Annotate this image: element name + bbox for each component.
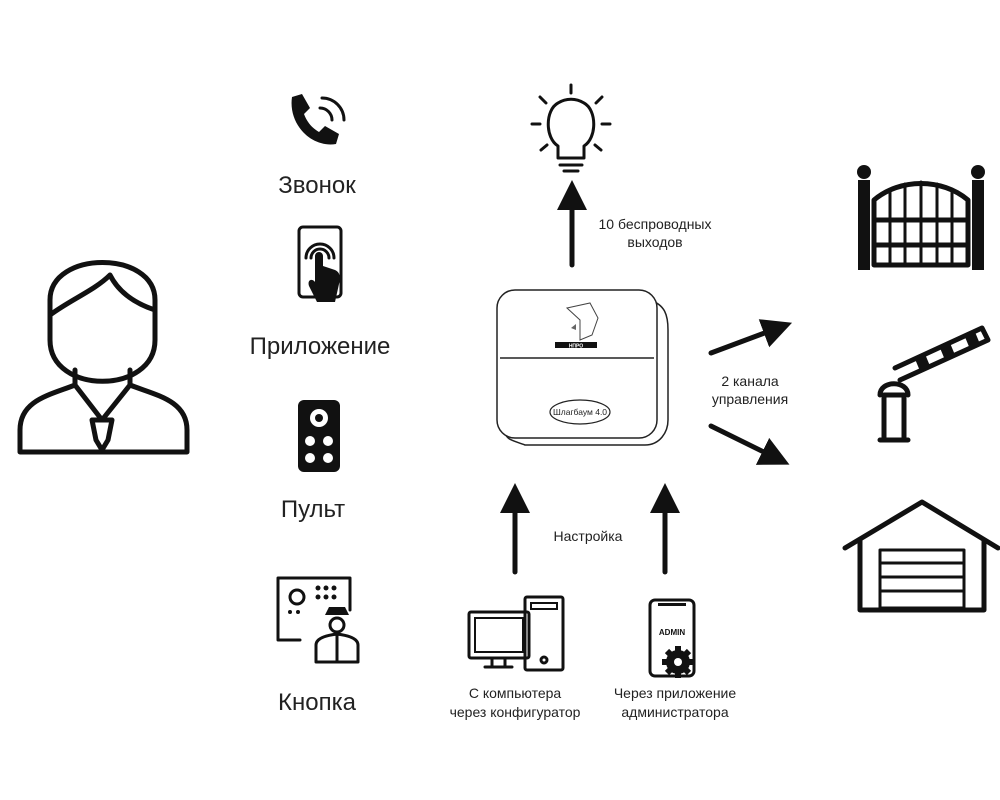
computer-label-2: через конфигуратор (450, 704, 581, 720)
light-bulb-icon (530, 83, 612, 173)
phone-call-icon (291, 94, 346, 145)
button-label: Кнопка (278, 689, 357, 716)
computer-label-1: С компьютера (469, 685, 562, 701)
device-model: Шлагбаум 4.0 (553, 407, 607, 417)
device-brand: НПРО (569, 344, 583, 350)
wireless-outputs-label-2: выходов (627, 234, 682, 250)
channels-label-1: 2 канала (721, 373, 779, 389)
intercom-guard-icon (276, 576, 360, 664)
channels-label-2: управления (712, 391, 788, 407)
remote-label: Пульт (281, 496, 345, 523)
garage-icon (842, 499, 1000, 613)
smartphone-touch-icon (297, 225, 343, 302)
computer-icon (467, 595, 565, 672)
arrow-to-gate (708, 319, 793, 356)
admin-label-1: Через приложение (614, 685, 737, 701)
admin-label-2: администратора (621, 704, 728, 720)
admin-screen-text: ADMIN (659, 628, 685, 637)
call-label: Звонок (278, 172, 356, 199)
setup-label: Настройка (554, 528, 623, 544)
arrow-to-garage (708, 423, 790, 465)
gear-icon (662, 646, 694, 678)
admin-phone-icon: ADMIN (648, 598, 696, 678)
barrier-icon (877, 325, 991, 443)
gate-icon (857, 165, 985, 270)
app-label: Приложение (250, 333, 391, 360)
user-icon (17, 260, 190, 455)
wireless-outputs-label-1: 10 беспроводных (599, 216, 712, 232)
remote-control-icon (298, 400, 340, 472)
controller-device: НПРО Шлагбаум 4.0 (496, 289, 669, 446)
